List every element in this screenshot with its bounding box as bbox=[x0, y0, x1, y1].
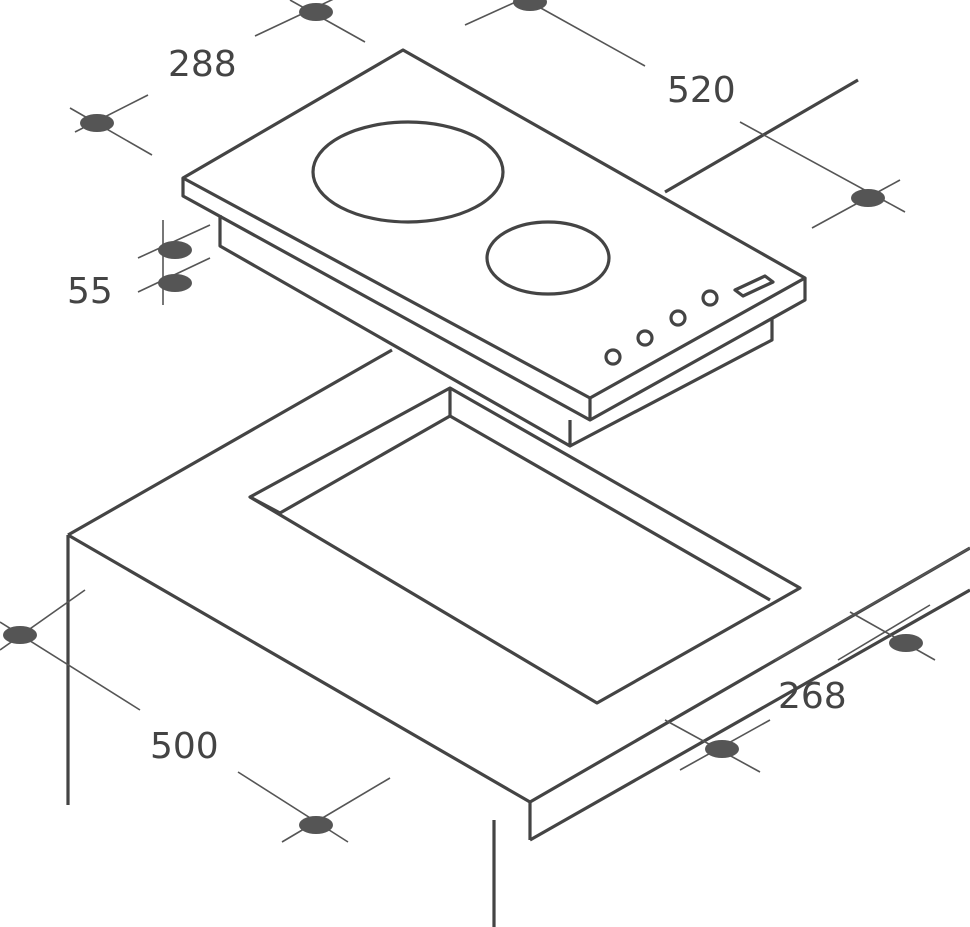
dimension-label-cutout-depth: 500 bbox=[150, 726, 219, 767]
dimension-marker bbox=[299, 3, 333, 21]
dimension-marker bbox=[299, 816, 333, 834]
countertop-back-left-edge bbox=[67, 348, 393, 537]
cutout-left-depth bbox=[249, 495, 281, 515]
control-button bbox=[701, 289, 719, 307]
dimension-label-cutout-width: 268 bbox=[778, 676, 847, 717]
dimension-marker bbox=[3, 626, 37, 644]
dimension-marker bbox=[705, 740, 739, 758]
dimension-markers bbox=[0, 0, 970, 843]
dimension-marker bbox=[889, 634, 923, 652]
hob-base-right bbox=[569, 318, 774, 448]
dimension-marker bbox=[158, 274, 192, 292]
dimension-marker bbox=[158, 241, 192, 259]
control-button bbox=[604, 348, 622, 366]
large-cooking-zone bbox=[311, 120, 505, 224]
dimension-label-hob-depth: 520 bbox=[667, 70, 736, 111]
countertop-lower-edge bbox=[529, 588, 970, 842]
dimension-marker bbox=[80, 114, 114, 132]
small-cooking-zone bbox=[485, 220, 611, 296]
countertop-back-right-edge bbox=[664, 78, 859, 194]
dimension-marker bbox=[851, 189, 885, 207]
cutout-outline bbox=[248, 386, 802, 705]
control-display bbox=[733, 274, 775, 298]
cutout bbox=[248, 386, 802, 705]
control-button bbox=[636, 329, 654, 347]
dimension-label-hob-width: 288 bbox=[168, 44, 237, 85]
dimension-label-hob-height: 55 bbox=[67, 271, 113, 312]
control-button bbox=[669, 309, 687, 327]
hob-base-left bbox=[218, 215, 572, 448]
dimension-marker bbox=[513, 0, 547, 11]
cutout-inner-wall bbox=[279, 414, 771, 602]
hob bbox=[181, 48, 807, 448]
